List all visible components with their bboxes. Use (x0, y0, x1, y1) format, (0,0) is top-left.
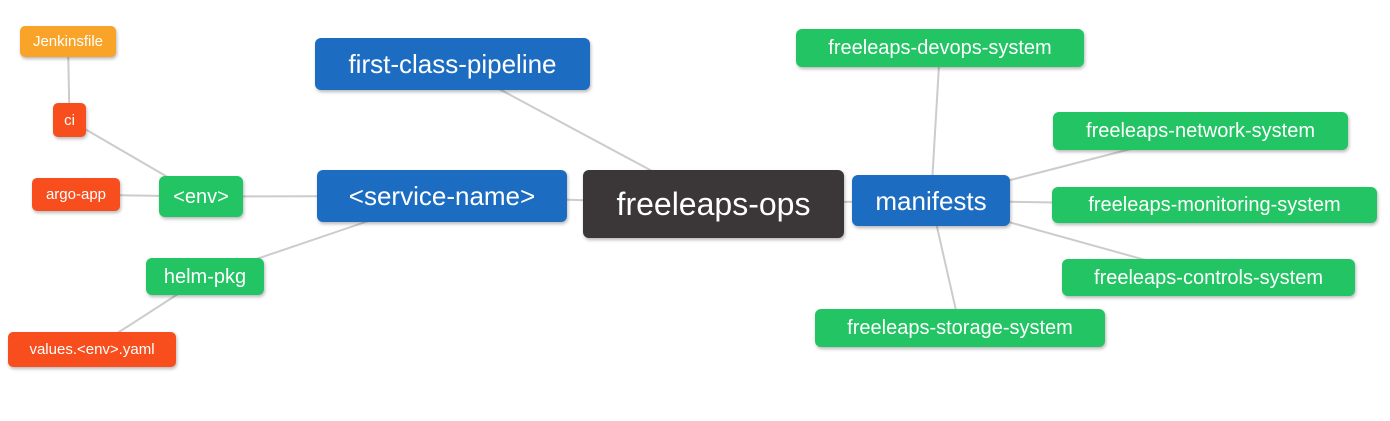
mindmap-node-ci[interactable]: ci (53, 103, 86, 137)
mindmap-node-first-class-pipeline[interactable]: first-class-pipeline (315, 38, 590, 90)
mindmap-node-jenkinsfile[interactable]: Jenkinsfile (20, 26, 116, 57)
mindmap-node-values-env-yaml[interactable]: values.<env>.yaml (8, 332, 176, 367)
mindmap-node-freeleaps-monitoring-system[interactable]: freeleaps-monitoring-system (1052, 187, 1377, 223)
mindmap-node-freeleaps-storage-system[interactable]: freeleaps-storage-system (815, 309, 1105, 347)
mindmap-node-freeleaps-devops-system[interactable]: freeleaps-devops-system (796, 29, 1084, 67)
mindmap-node-freeleaps-network-system[interactable]: freeleaps-network-system (1053, 112, 1348, 150)
mindmap-node-service-name[interactable]: <service-name> (317, 170, 567, 222)
mindmap-node-env[interactable]: <env> (159, 176, 243, 217)
mindmap-node-manifests[interactable]: manifests (852, 175, 1010, 226)
mindmap-root-node-freeleaps-ops[interactable]: freeleaps-ops (583, 170, 844, 238)
mindmap-node-helm-pkg[interactable]: helm-pkg (146, 258, 264, 295)
mindmap-node-freeleaps-controls-system[interactable]: freeleaps-controls-system (1062, 259, 1355, 296)
mindmap-node-argo-app[interactable]: argo-app (32, 178, 120, 211)
